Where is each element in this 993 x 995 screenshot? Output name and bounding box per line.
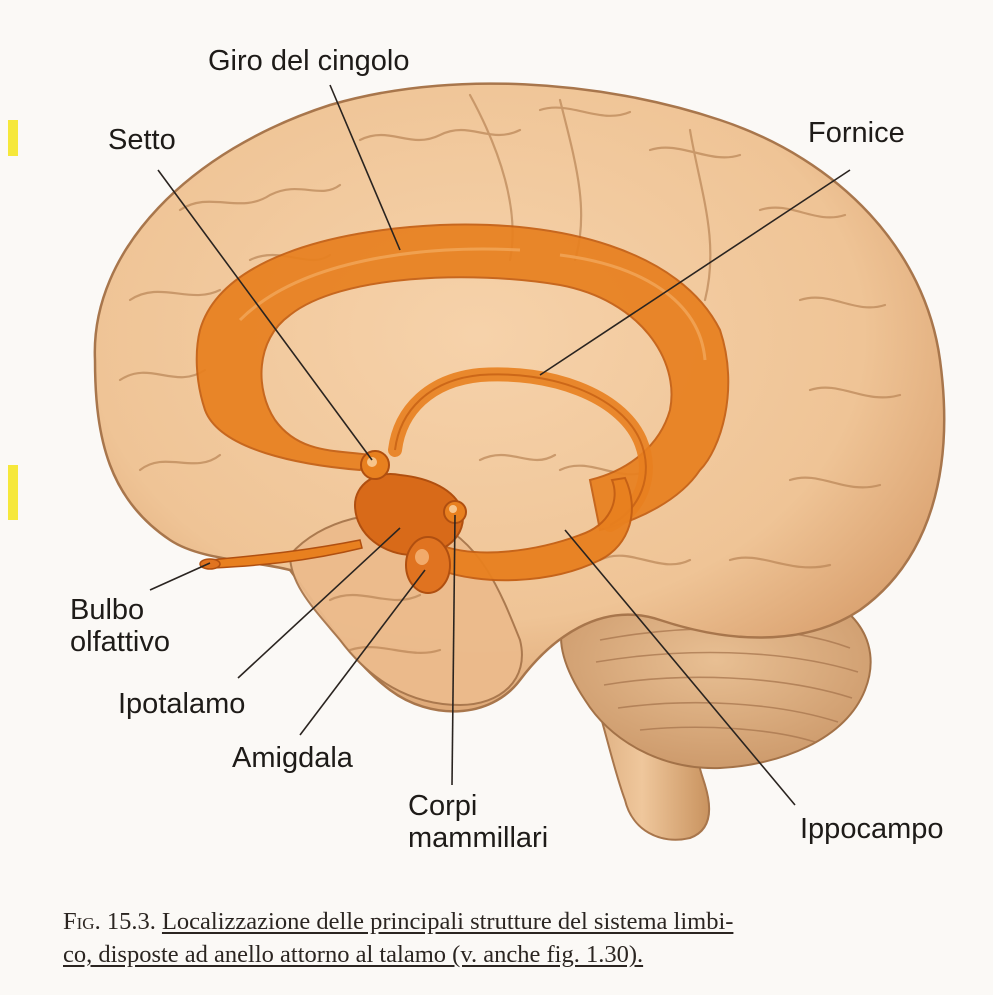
caption-line2: co, disposte ad anello attorno al talamo…: [63, 941, 643, 968]
amygdala: [406, 537, 450, 593]
caption-fig-label: Fig. 15.3.: [63, 908, 156, 935]
label-giro-del-cingolo: Giro del cingolo: [208, 45, 410, 77]
label-bulbo-line1: Bulbo: [70, 594, 170, 626]
leader-line-bulbo: [150, 563, 210, 590]
label-amigdala: Amigdala: [232, 742, 353, 774]
figure-caption: Fig. 15.3. Localizzazione delle principa…: [63, 905, 963, 971]
label-corpi-mammillari: Corpi mammillari: [408, 790, 548, 854]
label-corpi-line1: Corpi: [408, 790, 548, 822]
label-ipotalamo: Ipotalamo: [118, 688, 245, 720]
caption-line1: Localizzazione delle principali struttur…: [162, 908, 733, 935]
label-ippocampo: Ippocampo: [800, 813, 944, 845]
label-fornice: Fornice: [808, 117, 905, 149]
label-corpi-line2: mammillari: [408, 822, 548, 854]
label-bulbo-line2: olfattivo: [70, 626, 170, 658]
label-setto: Setto: [108, 124, 176, 156]
label-bulbo: Bulbo olfattivo: [70, 594, 170, 658]
olfactory-bulb: [200, 559, 220, 569]
